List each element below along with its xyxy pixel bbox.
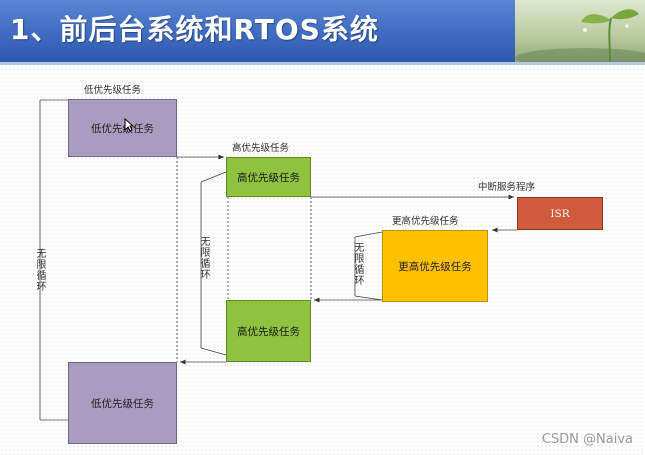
infinite-loop-label-inner: 无限循环 <box>352 242 363 286</box>
high-priority-task-box-1: 高优先级任务 <box>226 157 311 197</box>
high-task-caption: 高优先级任务 <box>232 143 290 154</box>
higher-priority-task-box: 更高优先级任务 <box>382 230 488 302</box>
slide-header: 1、前后台系统和RTOS系统 <box>0 0 645 62</box>
slide-title: 1、前后台系统和RTOS系统 <box>10 13 379 46</box>
header-divider <box>0 62 645 65</box>
infinite-loop-label-outer: 无限循环 <box>34 248 45 292</box>
watermark: CSDN @Naiva <box>541 432 633 447</box>
low-priority-task-box-1: 低优先级任务 <box>68 99 177 157</box>
high-priority-task-box-2: 高优先级任务 <box>226 300 311 362</box>
infinite-loop-label-middle: 无限循环 <box>198 236 209 280</box>
low-priority-task-box-2: 低优先级任务 <box>68 362 177 444</box>
plant-sprout-image <box>515 0 645 62</box>
higher-task-caption: 更高优先级任务 <box>392 216 459 227</box>
mouse-cursor-icon <box>124 118 134 132</box>
isr-box: ISR <box>517 197 603 230</box>
low-task-caption: 低优先级任务 <box>84 85 142 96</box>
isr-caption: 中断服务程序 <box>478 182 536 193</box>
